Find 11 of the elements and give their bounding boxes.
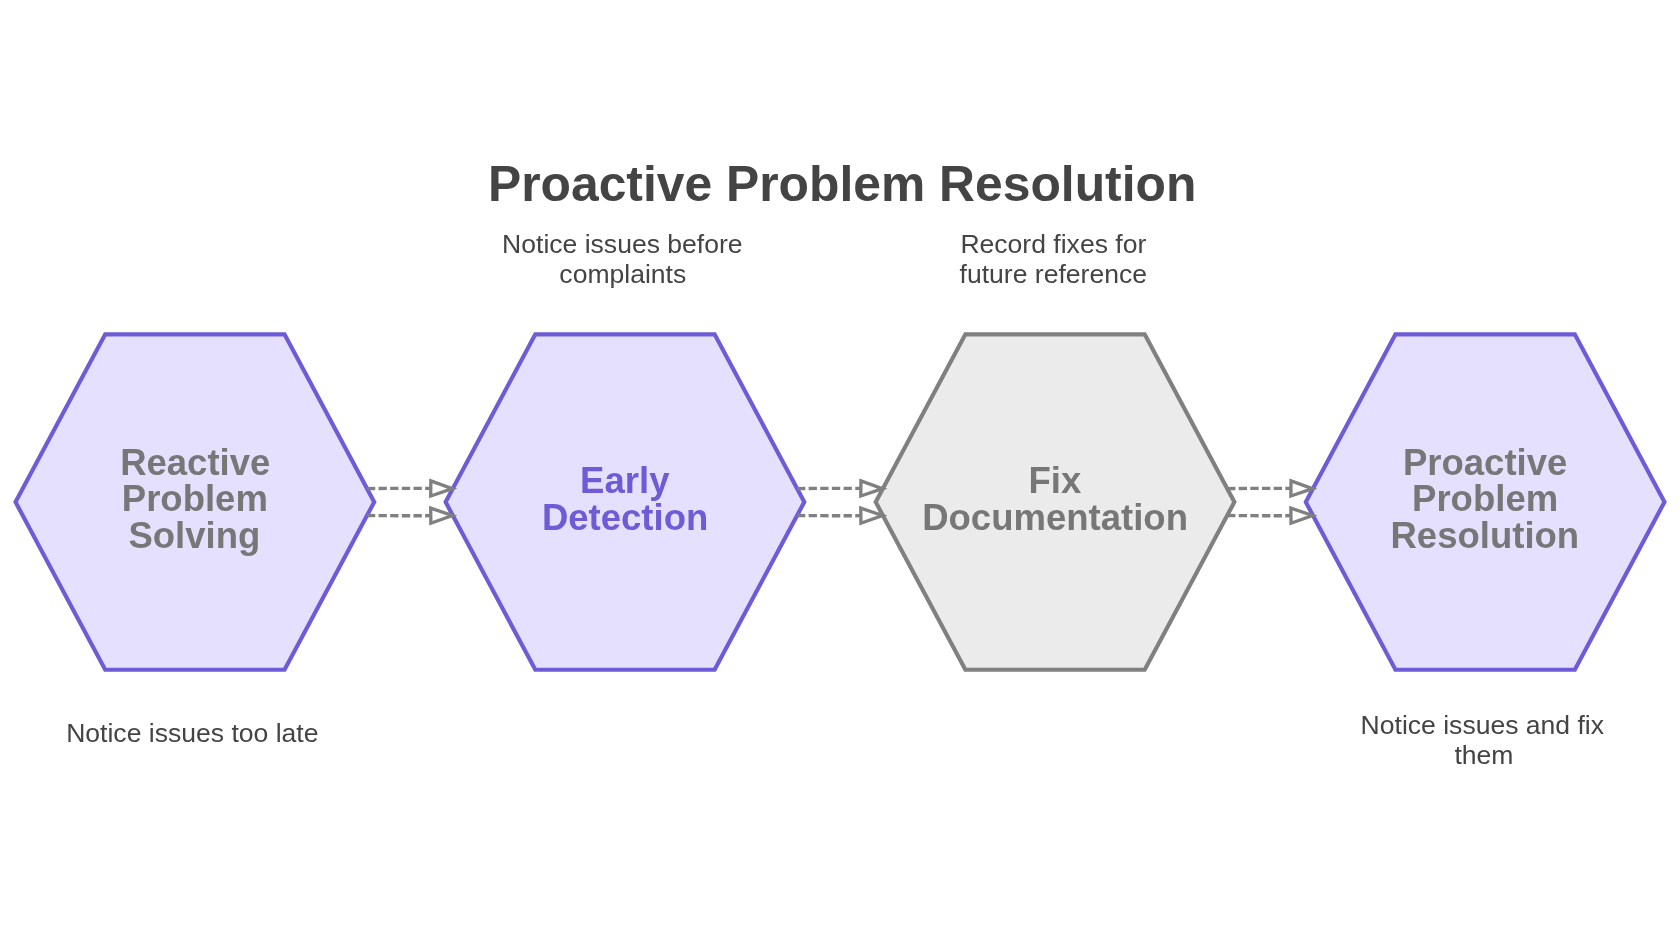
arrow <box>367 478 458 499</box>
node-label: Notice issues before complaints <box>502 228 743 289</box>
arrow <box>367 505 458 526</box>
node-label: Record fixes for future reference <box>959 228 1147 289</box>
arrow <box>797 478 888 499</box>
arrow <box>1227 505 1318 526</box>
diagram-title: Proactive Problem Resolution <box>487 156 1197 213</box>
arrow <box>1227 478 1318 499</box>
node-label: Notice issues and fix them <box>1360 710 1605 771</box>
arrow <box>797 505 888 526</box>
node-label: Notice issues too late <box>66 718 319 749</box>
